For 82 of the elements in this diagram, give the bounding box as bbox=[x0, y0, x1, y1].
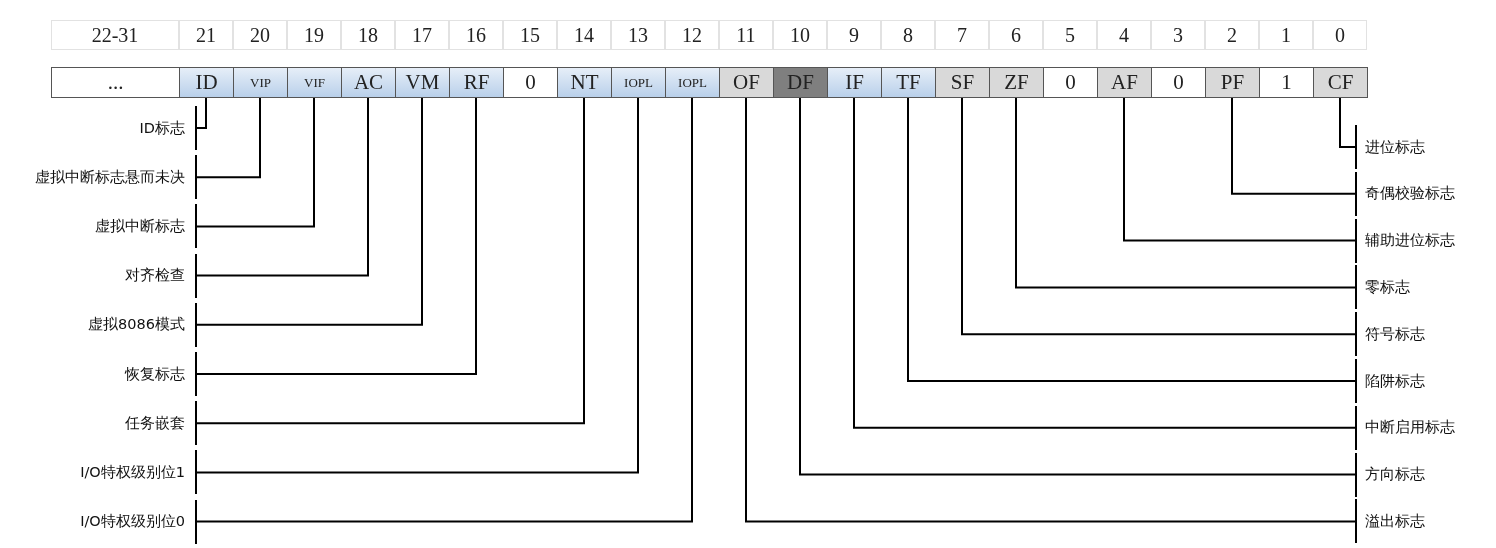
bit-number: 18 bbox=[341, 20, 395, 50]
register-bit-cell: NT bbox=[557, 67, 612, 98]
bit-number: 22-31 bbox=[51, 20, 179, 50]
flag-description: 符号标志 bbox=[1355, 312, 1491, 357]
register-bit-cell: PF bbox=[1205, 67, 1260, 98]
register-bit-cell: 1 bbox=[1259, 67, 1314, 98]
bit-number: 12 bbox=[665, 20, 719, 50]
register-bit-cell: RF bbox=[449, 67, 504, 98]
flag-description: 辅助进位标志 bbox=[1355, 218, 1491, 263]
register-bit-cell: CF bbox=[1313, 67, 1368, 98]
register-bit-cell: 0 bbox=[1151, 67, 1206, 98]
bit-number: 11 bbox=[719, 20, 773, 50]
connector-line bbox=[194, 97, 693, 523]
flag-description: 奇偶校验标志 bbox=[1355, 171, 1491, 216]
flag-description: 零标志 bbox=[1355, 265, 1491, 310]
connector-line bbox=[961, 97, 1358, 336]
connector-line bbox=[194, 97, 477, 375]
connector-line bbox=[1231, 97, 1358, 195]
connector-line bbox=[1015, 97, 1358, 289]
bit-number: 2 bbox=[1205, 20, 1259, 50]
bit-number: 8 bbox=[881, 20, 935, 50]
flag-description: 中断启用标志 bbox=[1355, 405, 1491, 450]
bit-number: 20 bbox=[233, 20, 287, 50]
connector-line bbox=[194, 97, 423, 326]
register-bit-cell: OF bbox=[719, 67, 774, 98]
register-bit-cell: ... bbox=[51, 67, 180, 98]
bit-number: 9 bbox=[827, 20, 881, 50]
bit-number: 14 bbox=[557, 20, 611, 50]
register-bit-cell: AF bbox=[1097, 67, 1152, 98]
register-bit-cell: VIF bbox=[287, 67, 342, 98]
bit-number: 15 bbox=[503, 20, 557, 50]
register-bit-cell: IF bbox=[827, 67, 882, 98]
register-bit-cell: VM bbox=[395, 67, 450, 98]
register-bit-cell: 0 bbox=[1043, 67, 1098, 98]
connector-line bbox=[194, 97, 639, 474]
bit-number: 10 bbox=[773, 20, 827, 50]
flag-description: I/O特权级别位1 bbox=[0, 450, 197, 495]
connector-line bbox=[194, 97, 207, 129]
flag-description: 方向标志 bbox=[1355, 452, 1491, 497]
connector-line bbox=[1339, 97, 1358, 148]
bit-number: 5 bbox=[1043, 20, 1097, 50]
bit-number: 4 bbox=[1097, 20, 1151, 50]
register-bit-cell: ID bbox=[179, 67, 234, 98]
register-bit-cell: IOPL bbox=[665, 67, 720, 98]
bit-number: 16 bbox=[449, 20, 503, 50]
flag-description: 进位标志 bbox=[1355, 125, 1491, 169]
register-bit-cell: DF bbox=[773, 67, 828, 98]
flag-description: 溢出标志 bbox=[1355, 499, 1491, 544]
bit-number: 17 bbox=[395, 20, 449, 50]
flag-description: 虚拟中断标志 bbox=[0, 204, 197, 249]
flag-description: 对齐检查 bbox=[0, 253, 197, 298]
bit-number: 7 bbox=[935, 20, 989, 50]
register-bit-cell: ZF bbox=[989, 67, 1044, 98]
connector-line bbox=[853, 97, 1358, 429]
register-bit-cell: AC bbox=[341, 67, 396, 98]
flag-description: 恢复标志 bbox=[0, 352, 197, 396]
register-bit-cell: SF bbox=[935, 67, 990, 98]
bit-number: 13 bbox=[611, 20, 665, 50]
register-bit-cell: IOPL bbox=[611, 67, 666, 98]
bit-number: 6 bbox=[989, 20, 1043, 50]
connector-line bbox=[194, 97, 585, 425]
connector-line bbox=[907, 97, 1358, 382]
bit-number: 0 bbox=[1313, 20, 1367, 50]
bit-number: 3 bbox=[1151, 20, 1205, 50]
connector-line bbox=[799, 97, 1358, 476]
connector-line bbox=[194, 97, 315, 228]
register-bit-cell: TF bbox=[881, 67, 936, 98]
register-bit-cell: VIP bbox=[233, 67, 288, 98]
connector-line bbox=[1123, 97, 1358, 242]
flag-description: 虚拟8086模式 bbox=[0, 302, 197, 347]
flag-description: 任务嵌套 bbox=[0, 401, 197, 446]
bit-number: 1 bbox=[1259, 20, 1313, 50]
flag-description: I/O特权级别位0 bbox=[0, 499, 197, 544]
flag-description: ID标志 bbox=[0, 106, 197, 150]
bit-number: 21 bbox=[179, 20, 233, 50]
flag-description: 虚拟中断标志悬而未决 bbox=[0, 155, 197, 200]
connector-line bbox=[194, 97, 369, 277]
register-bit-cell: 0 bbox=[503, 67, 558, 98]
bit-number: 19 bbox=[287, 20, 341, 50]
connector-line bbox=[745, 97, 1358, 523]
flag-description: 陷阱标志 bbox=[1355, 359, 1491, 403]
connector-line bbox=[194, 97, 261, 179]
